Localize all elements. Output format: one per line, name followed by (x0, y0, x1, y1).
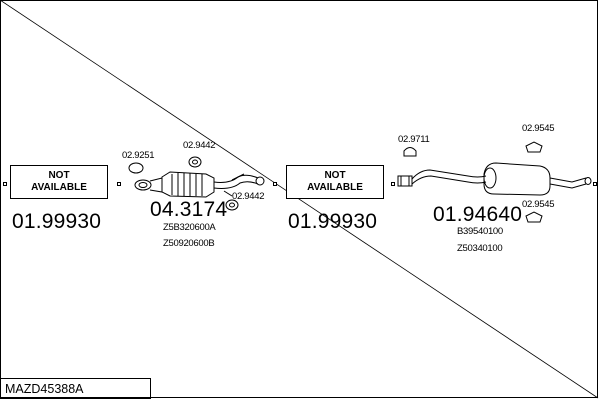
mount-rear-bottom-label: 02.9545 (522, 199, 555, 210)
not-available-line1: NOT (324, 170, 346, 181)
rear-silencer-oe-ref: B39540100 (457, 226, 503, 237)
rear-silencer-oe-ref: Z50340100 (457, 243, 503, 254)
gasket-front-label: 02.9251 (122, 150, 155, 161)
catalyst-oe-ref: Z5B320600A (163, 222, 216, 233)
catalyst-part-number: 04.3174 (150, 198, 228, 221)
mount-catalyst-top-icon (188, 156, 202, 168)
rear-silencer-drawing (397, 162, 592, 196)
connector-square (117, 182, 121, 186)
catalyst-drawing (134, 171, 265, 198)
mount-rear-top-label: 02.9545 (522, 123, 555, 134)
connector-square (3, 182, 7, 186)
not-available-line2: AVAILABLE (31, 182, 87, 193)
mount-catalyst-top-label: 02.9442 (183, 140, 216, 151)
not-available-line2: AVAILABLE (307, 182, 363, 193)
clamp-centre-label: 02.9711 (398, 134, 430, 145)
centre-pipe-part-number: 01.99930 (288, 210, 378, 233)
mount-catalyst-bottom-icon (225, 199, 239, 211)
connector-square (391, 182, 395, 186)
rear-silencer-part-number: 01.94640 (433, 203, 523, 226)
catalyst-oe-ref: Z50920600B (163, 238, 215, 249)
mount-rear-top-icon (525, 141, 543, 153)
front-pipe-part-number: 01.99930 (12, 210, 102, 233)
gasket-front-icon (128, 162, 144, 174)
not-available-line1: NOT (48, 170, 70, 181)
mount-rear-bottom-icon (525, 211, 543, 223)
connector-square (593, 182, 597, 186)
diagram-code-box: MAZD45388A (0, 378, 151, 399)
mount-catalyst-bottom-label: 02.9442 (232, 191, 265, 202)
connector-square (273, 182, 277, 186)
clamp-centre-icon (403, 147, 417, 157)
